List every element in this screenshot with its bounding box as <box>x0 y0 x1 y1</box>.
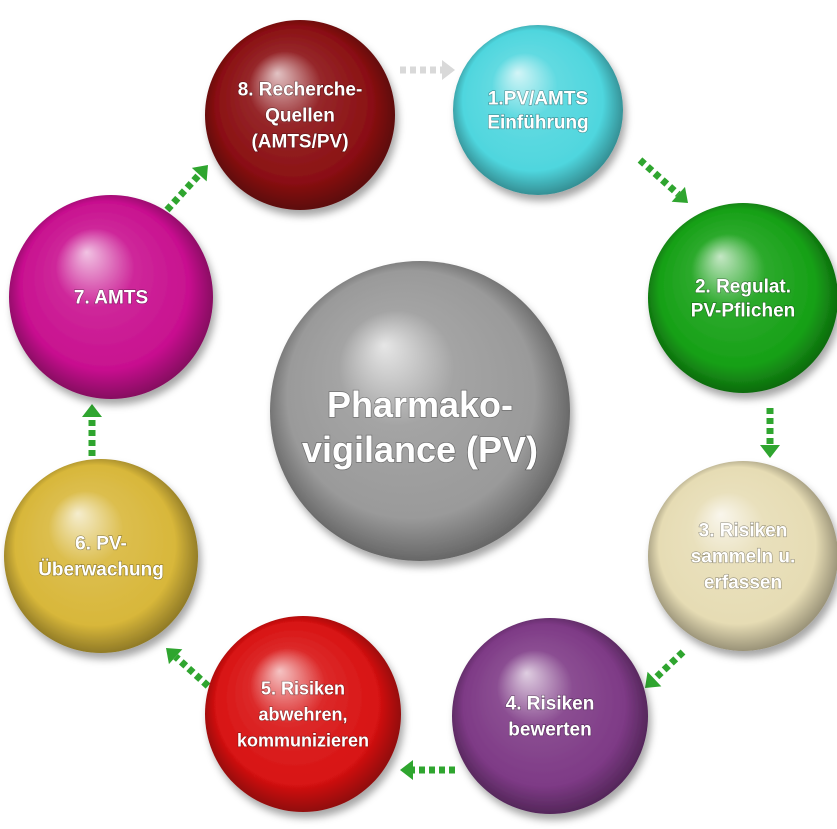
arrow-4-to-5 <box>645 649 686 688</box>
cycle-node-6: 6. PV- Überwachung <box>4 459 198 653</box>
node-sphere <box>9 195 213 399</box>
node-label-line: Einführung <box>487 113 588 134</box>
center-node: Pharmako- vigilance (PV) <box>270 261 570 561</box>
cycle-node-4: 4. Risiken bewerten <box>452 618 648 814</box>
arrow-8-to-1 <box>164 165 208 213</box>
node-sphere <box>205 616 401 812</box>
cycle-node-2: 2. Regulat. PV-Pflichen <box>648 203 837 393</box>
node-sphere <box>648 461 837 651</box>
arrow-shaft <box>652 649 686 682</box>
arrow-head <box>166 648 183 665</box>
arrow-7-to-8 <box>82 404 102 456</box>
arrow-shaft <box>173 654 211 689</box>
cycle-node-3: 3. Risiken sammeln u. erfassen <box>648 461 837 651</box>
node-label-line: sammeln u. <box>691 547 796 568</box>
arrow-head <box>442 60 455 80</box>
node-label-line: 4. Risiken <box>506 694 595 715</box>
arrow-shaft <box>164 172 202 213</box>
center-label-line2: vigilance (PV) <box>302 429 538 470</box>
cycle-nodes: 1.PV/AMTS Einführung 2. Regulat. PV-Pfliche… <box>4 20 837 814</box>
center-sphere <box>270 261 570 561</box>
arrow-head <box>400 760 413 780</box>
arrow-head <box>760 445 780 458</box>
cycle-node-8: 8. Recherche- Quellen (AMTS/PV) <box>205 20 395 210</box>
node-label-line: kommunizieren <box>237 730 369 750</box>
cycle-node-7: 7. AMTS <box>9 195 213 399</box>
node-label-line: 1.PV/AMTS <box>488 89 588 110</box>
arrow-2-to-3 <box>637 157 688 203</box>
arrow-shaft <box>637 157 681 197</box>
arrow-5-to-6 <box>400 760 455 780</box>
node-label-line: 8. Recherche- <box>238 80 363 101</box>
arrow-head <box>671 186 688 203</box>
node-sphere <box>4 459 198 653</box>
node-label-line: abwehren, <box>258 704 347 724</box>
node-label-line: PV-Pflichen <box>691 301 796 322</box>
node-label-line: Quellen <box>265 106 335 127</box>
node-sphere <box>205 20 395 210</box>
node-label-line: 7. AMTS <box>74 288 148 309</box>
node-label-line: (AMTS/PV) <box>251 132 348 153</box>
node-sphere <box>453 25 623 195</box>
cycle-node-1: 1.PV/AMTS Einführung <box>453 25 623 195</box>
cycle-arrows <box>82 60 780 780</box>
center-label-line1: Pharmako- <box>327 384 513 425</box>
node-label-line: 2. Regulat. <box>695 277 791 298</box>
node-sphere <box>452 618 648 814</box>
cycle-node-5: 5. Risiken abwehren, kommunizieren <box>205 616 401 812</box>
arrow-head <box>82 404 102 417</box>
node-label-line: Überwachung <box>38 560 164 581</box>
arrow-head <box>191 165 208 182</box>
node-label-line: 3. Risiken <box>699 521 788 542</box>
node-label-line: erfassen <box>704 573 782 594</box>
arrow-head <box>645 671 662 688</box>
arrow-6-to-7 <box>166 648 211 689</box>
node-label-line: bewerten <box>508 720 591 741</box>
node-label-line: 5. Risiken <box>261 678 345 698</box>
arrow-3-to-4 <box>760 408 780 458</box>
arrow-1-to-2 <box>400 60 455 80</box>
node-label-line: 6. PV- <box>75 534 127 555</box>
node-sphere <box>648 203 837 393</box>
